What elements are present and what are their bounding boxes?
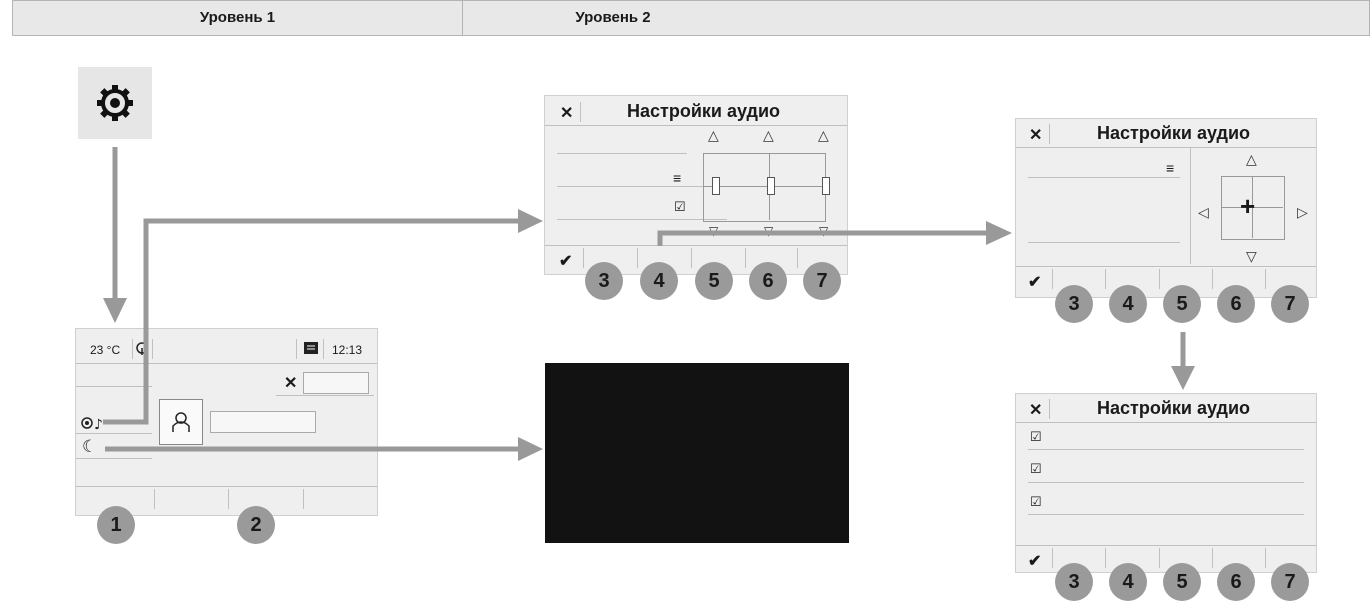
up-icon[interactable]: △ [1246, 151, 1257, 167]
clock-readout: 12:13 [332, 343, 363, 357]
close-icon[interactable]: ✕ [560, 105, 574, 122]
checkbox-icon[interactable]: ☑ [1030, 429, 1042, 444]
dark-screen [545, 363, 849, 543]
up-icon[interactable]: △ [818, 127, 829, 143]
callout-5: 5 [1163, 285, 1201, 323]
right-icon[interactable]: ▷ [1297, 204, 1308, 220]
callout-2: 2 [237, 506, 275, 544]
screen-title: Настройки аудио [627, 101, 781, 121]
balance-grid [1221, 176, 1285, 240]
audio-settings-screen-equalizer: ✕ Настройки аудио △ △ △ ≡ ☑ ▽ ▽ ▽ ✔ [544, 95, 848, 275]
confirm-icon[interactable]: ✔ [1028, 553, 1042, 570]
close-icon[interactable]: ✕ [284, 375, 298, 392]
close-icon[interactable]: ✕ [1029, 402, 1043, 419]
screen-title: Настройки аудио [1097, 398, 1251, 418]
close-icon[interactable]: ✕ [1029, 127, 1043, 144]
callout-7: 7 [1271, 563, 1309, 601]
callout-6: 6 [1217, 563, 1255, 601]
up-icon[interactable]: △ [708, 127, 719, 143]
callout-6: 6 [749, 262, 787, 300]
gear-icon [97, 85, 133, 121]
callout-5: 5 [1163, 563, 1201, 601]
up-icon[interactable]: △ [763, 127, 774, 143]
level-1-label: Уровень 1 [199, 9, 276, 26]
moon-icon[interactable]: ☾ [82, 437, 98, 456]
confirm-icon[interactable]: ✔ [559, 253, 573, 270]
menu-icon[interactable]: ≡ [1166, 160, 1175, 176]
left-icon[interactable]: ◁ [1198, 204, 1209, 220]
callout-3: 3 [1055, 563, 1093, 601]
main-screen: 23 °C 12:13 ✕ ♪ ☾ [75, 328, 378, 516]
level-2-label: Уровень 2 [575, 9, 651, 26]
callout-7: 7 [1271, 285, 1309, 323]
user-icon [172, 412, 190, 432]
slider-handle[interactable] [712, 177, 720, 195]
down-icon[interactable]: ▽ [1246, 248, 1257, 264]
temperature-readout: 23 °C [90, 343, 121, 357]
callout-4: 4 [1109, 285, 1147, 323]
settings-button[interactable] [78, 67, 152, 139]
level-header: Уровень 1 Уровень 2 [12, 0, 1370, 36]
message-icon[interactable] [303, 341, 319, 355]
header-divider [462, 1, 463, 35]
slider-handle[interactable] [767, 177, 775, 195]
input-box[interactable] [303, 372, 369, 394]
audio-settings-screen-balance: ✕ Настройки аудио ≡ △ ◁ ▷ ▽ + ✔ [1015, 118, 1317, 298]
balance-cursor[interactable]: + [1240, 191, 1256, 221]
confirm-icon[interactable]: ✔ [1028, 274, 1042, 291]
callout-6: 6 [1217, 285, 1255, 323]
callout-1: 1 [97, 506, 135, 544]
callout-3: 3 [585, 262, 623, 300]
slider-handle[interactable] [822, 177, 830, 195]
profile-field[interactable] [210, 411, 316, 433]
callout-7: 7 [803, 262, 841, 300]
callout-5: 5 [695, 262, 733, 300]
checkbox-icon[interactable]: ☑ [1030, 461, 1042, 476]
callout-4: 4 [640, 262, 678, 300]
profile-button[interactable] [159, 399, 203, 445]
callout-3: 3 [1055, 285, 1093, 323]
svg-text:♪: ♪ [94, 417, 103, 432]
callout-4: 4 [1109, 563, 1147, 601]
screen-title: Настройки аудио [1097, 123, 1251, 143]
checkbox-icon[interactable]: ☑ [674, 199, 686, 214]
audio-settings-icon[interactable]: ♪ [80, 414, 110, 432]
menu-icon[interactable]: ≡ [673, 170, 682, 186]
checkbox-icon[interactable]: ☑ [1030, 494, 1042, 509]
